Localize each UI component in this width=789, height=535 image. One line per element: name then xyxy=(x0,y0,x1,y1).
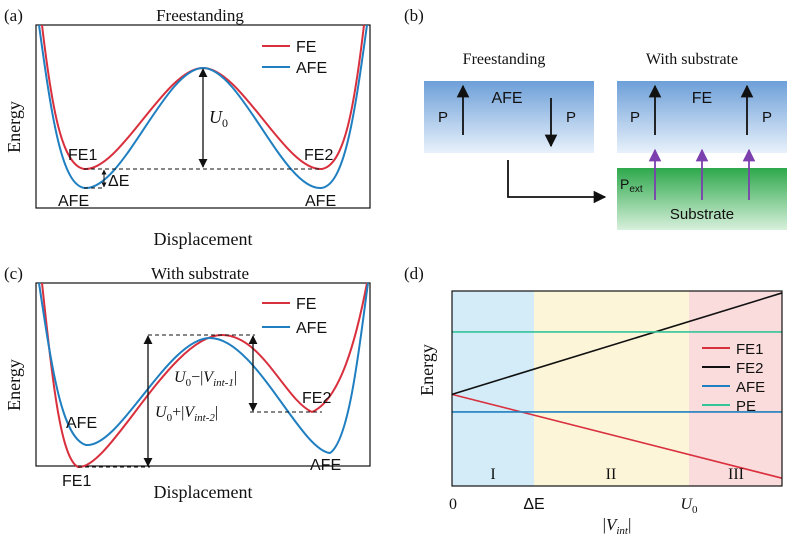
panel-c-afe-right-label: AFE xyxy=(310,457,341,474)
region-2-label: II xyxy=(606,466,617,483)
panel-a-afe-right-label: AFE xyxy=(305,193,336,210)
panel-c-ylabel: Energy xyxy=(4,359,24,411)
panel-c-label: (c) xyxy=(4,264,23,283)
series-fe2-line xyxy=(451,292,783,396)
film-right-label: FE xyxy=(692,90,712,107)
panel-c: (c) With substrate Energy Displacement F… xyxy=(4,264,371,502)
panel-b-label: (b) xyxy=(404,6,424,25)
region-3-label: III xyxy=(728,466,744,483)
tick-label-u0: U0 xyxy=(680,496,698,516)
legend-fe2: FE2 xyxy=(736,360,764,377)
panel-c-fe1-label: FE1 xyxy=(62,473,91,490)
panel-a-legend-afe: AFE xyxy=(296,60,327,77)
substrate-label: Substrate xyxy=(670,206,734,223)
panel-a-title: Freestanding xyxy=(156,6,244,25)
panel-a-delta-e: ΔE xyxy=(108,173,129,190)
legend-pe: PE xyxy=(736,398,756,415)
panel-a-fe1-label: FE1 xyxy=(68,147,97,164)
panel-a: (a) Freestanding Energy Displacement FE … xyxy=(4,6,371,249)
panel-a-frame xyxy=(35,24,371,209)
panel-c-legend-afe: AFE xyxy=(296,320,327,337)
panel-a-afe-curve xyxy=(38,24,368,190)
panel-a-afe-left-label: AFE xyxy=(58,193,89,210)
panel-c-plus-label: U0+|Vint-2| xyxy=(155,404,218,424)
panel-c-frame xyxy=(35,282,371,467)
panel-d-ylabel: Energy xyxy=(417,344,437,396)
p-label-right-2: P xyxy=(762,109,772,126)
region-2-fill xyxy=(534,291,689,486)
panel-c-afe-curve xyxy=(38,282,369,455)
pext-label: Pext xyxy=(620,176,643,195)
panel-a-ylabel: Energy xyxy=(4,101,24,153)
panel-c-minus-label: U0−|Vint-1| xyxy=(174,369,237,389)
panel-d: (d) Energy 0 ΔE U0 |Vint| I II III FE1 F… xyxy=(404,264,783,535)
panel-b-title-left: Freestanding xyxy=(463,51,546,68)
panel-b: (b) Freestanding With substrate AFE P P … xyxy=(404,6,787,230)
p-label-right-1: P xyxy=(630,109,640,126)
tick-label-0: 0 xyxy=(449,496,457,513)
panel-c-fe2-label: FE2 xyxy=(302,390,331,407)
series-fe1-line xyxy=(451,393,783,479)
panel-a-label: (a) xyxy=(4,6,23,25)
substrate-film xyxy=(617,81,787,153)
freestanding-film xyxy=(424,81,594,153)
region-1-fill xyxy=(452,291,534,486)
p-label-left-1: P xyxy=(438,109,448,126)
region-1-label: I xyxy=(490,466,495,483)
panel-a-legend-fe: FE xyxy=(296,39,316,56)
transition-arrow xyxy=(507,160,607,204)
panel-c-afe-left-label: AFE xyxy=(66,415,97,432)
panel-a-barrier-label: U0 xyxy=(209,107,228,130)
p-label-left-2: P xyxy=(566,109,576,126)
legend-fe1: FE1 xyxy=(736,341,764,358)
tick-label-delta-e: ΔE xyxy=(523,496,544,513)
region-3-fill xyxy=(689,291,782,486)
panel-c-fe-curve xyxy=(41,282,368,469)
panel-c-xlabel: Displacement xyxy=(154,482,253,502)
legend-afe: AFE xyxy=(736,379,765,396)
panel-a-fe2-label: FE2 xyxy=(304,147,333,164)
panel-d-label: (d) xyxy=(404,264,424,283)
panel-b-title-right: With substrate xyxy=(646,51,738,68)
panel-c-title: With substrate xyxy=(151,264,249,283)
panel-c-legend-fe: FE xyxy=(296,296,316,313)
panel-d-xlabel: |Vint| xyxy=(603,515,632,535)
film-left-label: AFE xyxy=(491,90,522,107)
panel-a-xlabel: Displacement xyxy=(154,229,253,249)
panel-d-frame xyxy=(451,290,783,487)
